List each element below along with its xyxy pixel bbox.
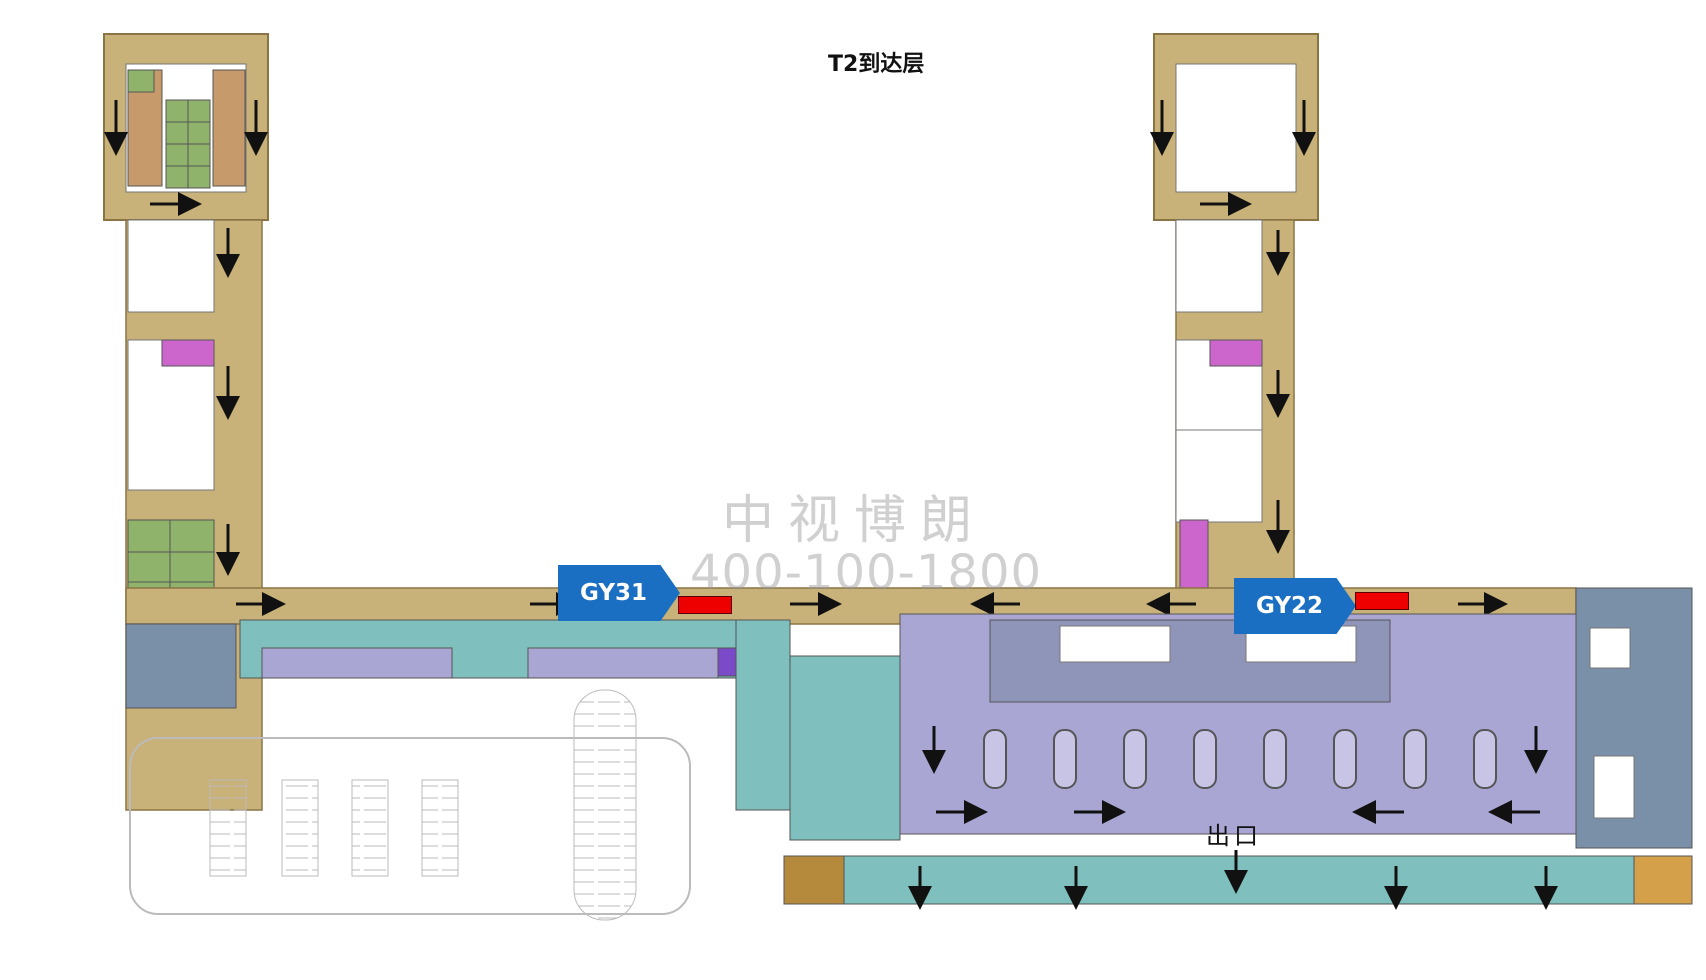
baggage-hall bbox=[899, 587, 1693, 849]
right-pier bbox=[1150, 33, 1319, 611]
ad-tag-gy31[interactable]: GY31 bbox=[558, 565, 680, 621]
ad-marker-gy22[interactable] bbox=[1355, 592, 1409, 610]
exit-label: 出口 bbox=[1206, 822, 1262, 850]
parking-lot bbox=[129, 689, 691, 921]
map-title: T2到达层 bbox=[828, 52, 925, 77]
gate-wing bbox=[125, 619, 901, 841]
arrival-strip bbox=[783, 850, 1693, 910]
ad-tag-gy22[interactable]: GY22 bbox=[1234, 578, 1356, 634]
ad-marker-gy31[interactable] bbox=[678, 596, 732, 614]
